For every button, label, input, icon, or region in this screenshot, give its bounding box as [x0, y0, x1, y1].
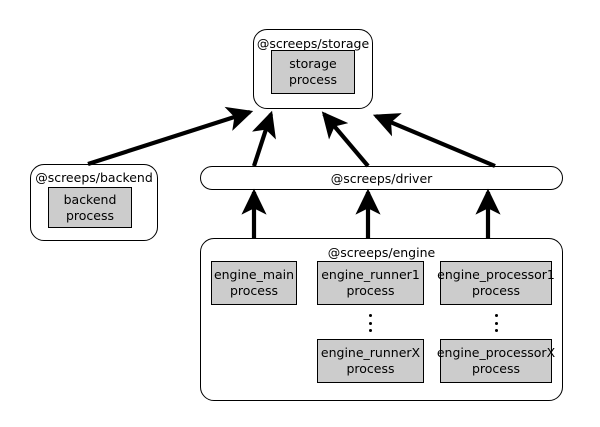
edge-driver-to-storage-right — [372, 113, 496, 168]
process-name: engine_main — [213, 267, 295, 283]
module-engine-label: @screeps/engine — [327, 245, 436, 260]
process-name: engine_runnerX — [320, 345, 421, 361]
process-name: engine_processorX — [436, 345, 556, 361]
ellipsis-processor-icon — [491, 314, 501, 332]
module-driver[interactable]: @screeps/driver — [200, 166, 563, 190]
process-kind: process — [346, 283, 395, 298]
process-name: backend — [63, 191, 117, 207]
process-box-engine-processor1[interactable]: engine_processor1 process — [437, 261, 555, 305]
edge-driver-to-storage-left — [251, 110, 276, 167]
edge-driver-to-storage-middle — [321, 111, 370, 168]
process-box-engine-runnerx[interactable]: engine_runnerX process — [317, 339, 424, 383]
process-box-engine-main[interactable]: engine_main process — [211, 261, 297, 305]
ellipsis-runner-icon — [365, 314, 375, 332]
process-box-engine-processorx[interactable]: engine_processorX process — [436, 339, 556, 383]
process-box-engine-runner1[interactable]: engine_runner1 process — [317, 261, 424, 305]
process-kind: process — [229, 283, 279, 298]
edge-backend-to-storage — [87, 106, 254, 166]
module-backend-label: @screeps/backend — [35, 170, 153, 185]
process-kind: process — [471, 361, 521, 376]
process-box-storage[interactable]: storage process — [271, 50, 355, 94]
process-kind: process — [65, 207, 115, 223]
process-kind: process — [346, 361, 395, 376]
module-driver-label: @screeps/driver — [330, 170, 433, 186]
process-name: engine_processor1 — [437, 267, 555, 283]
process-kind: process — [288, 72, 338, 87]
process-kind: process — [471, 283, 521, 298]
process-name: engine_runner1 — [321, 267, 420, 283]
module-storage-label: @screeps/storage — [256, 36, 370, 51]
process-name: storage — [289, 56, 337, 72]
process-box-backend[interactable]: backend process — [48, 187, 132, 228]
